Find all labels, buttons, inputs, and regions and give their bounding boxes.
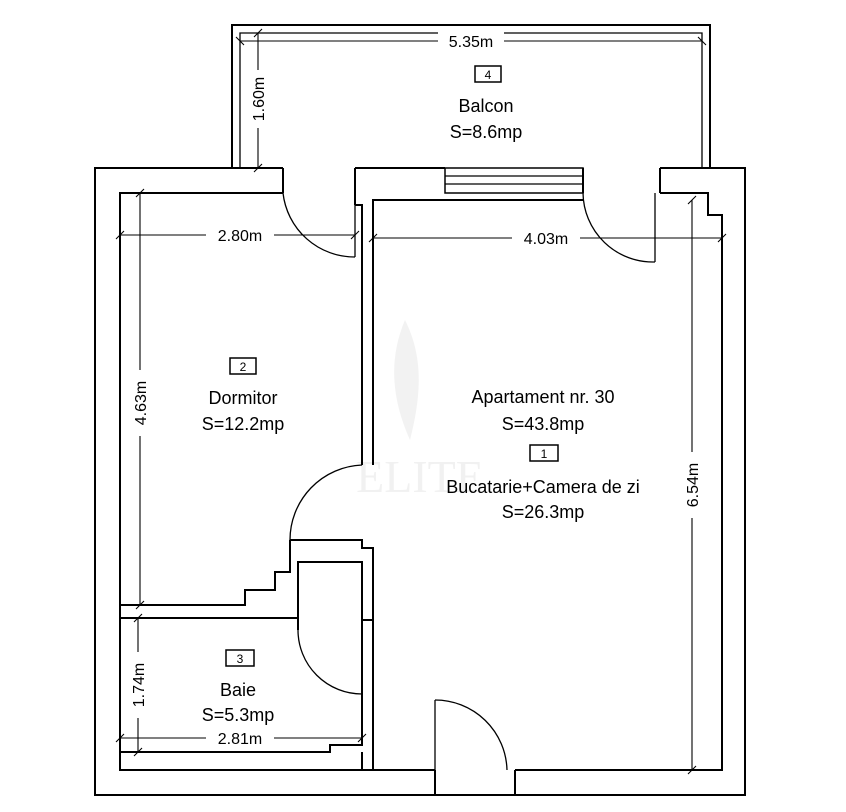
dim-balcony-width: 5.35m — [449, 34, 493, 51]
room-name-balcony: Balcon — [458, 96, 513, 116]
interior-walls — [120, 199, 583, 770]
room-name-bath: Baie — [220, 680, 256, 700]
room-area-balcony: S=8.6mp — [450, 122, 523, 142]
room-bath: 3 Baie S=5.3mp — [202, 649, 275, 725]
room-number-bath: 3 — [237, 652, 244, 666]
dimension-labels: 5.35m 1.60m 2.80m 4.63m 4.03m 6.54m 1.74… — [128, 31, 702, 748]
window — [444, 167, 584, 194]
room-area-bath: S=5.3mp — [202, 705, 275, 725]
apartment-area: S=43.8mp — [502, 414, 585, 434]
dim-bedroom-length: 4.63m — [133, 381, 150, 425]
room-living: 1 Bucatarie+Camera de zi S=26.3mp — [446, 444, 640, 522]
watermark-text: ELITE — [356, 451, 484, 502]
room-bedroom: 2 Dormitor S=12.2mp — [202, 357, 285, 434]
room-number-bedroom: 2 — [240, 360, 247, 374]
room-balcony: 4 Balcon S=8.6mp — [450, 65, 523, 142]
watermark: ELITE — [356, 320, 484, 502]
room-area-bedroom: S=12.2mp — [202, 414, 285, 434]
apartment-title: Apartament nr. 30 — [471, 387, 614, 407]
apartment-summary: Apartament nr. 30 S=43.8mp — [471, 387, 614, 434]
dim-bedroom-width: 2.80m — [218, 228, 262, 245]
dim-living-width: 4.03m — [524, 231, 568, 248]
dim-living-length: 6.54m — [685, 463, 702, 507]
room-number-living: 1 — [541, 447, 548, 461]
dim-bath-length: 1.74m — [131, 663, 148, 707]
outer-walls — [94, 167, 746, 796]
room-name-living: Bucatarie+Camera de zi — [446, 477, 640, 497]
doors — [282, 192, 656, 771]
room-area-living: S=26.3mp — [502, 502, 585, 522]
room-number-balcony: 4 — [485, 68, 492, 82]
room-name-bedroom: Dormitor — [208, 388, 277, 408]
dim-bath-width: 2.81m — [218, 731, 262, 748]
dim-balcony-depth: 1.60m — [251, 77, 268, 121]
